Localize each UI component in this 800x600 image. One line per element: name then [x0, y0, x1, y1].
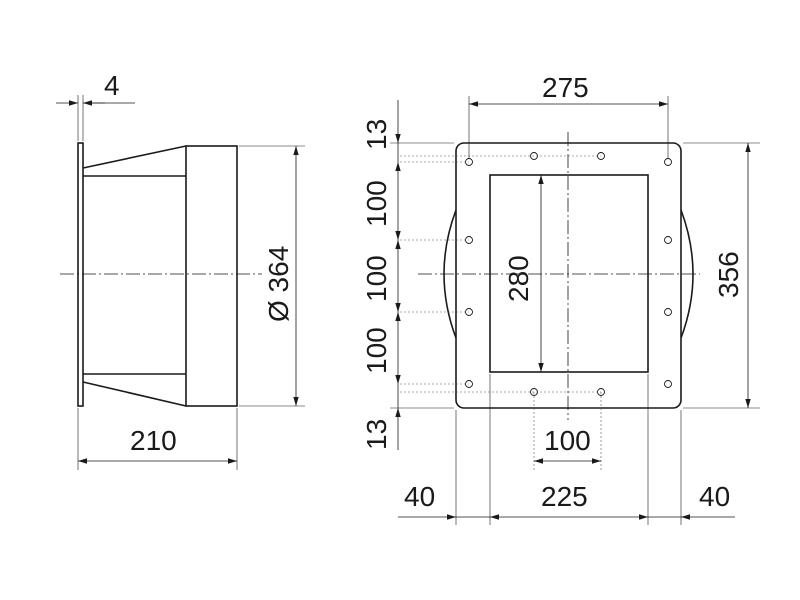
dim-left-offset-label: 40: [404, 481, 435, 512]
side-view: 4 Ø 364 210: [56, 70, 305, 470]
dim-top-edge-label: 13: [361, 119, 392, 150]
dim-overall-height-label: 356: [713, 251, 744, 298]
dim-diameter-label: Ø 364: [263, 246, 294, 322]
side-flange: [77, 142, 84, 407]
dim-hole-spacing-top: 275: [468, 72, 669, 158]
dim-bottom-edge-label: 13: [361, 419, 392, 450]
dim-length: 210: [77, 408, 238, 470]
dim-opening-width-label: 225: [541, 481, 588, 512]
dim-bottom-hole-spacing: 100: [534, 425, 601, 464]
side-taper-lower: [82, 373, 187, 407]
dim-diameter: Ø 364: [239, 145, 305, 407]
front-opening: [489, 174, 649, 373]
dim-bottom-hole-spacing-label: 100: [544, 425, 591, 456]
dim-left-chain: 13 100 100 100 13: [361, 100, 454, 450]
dim-length-label: 210: [130, 425, 177, 456]
dim-pitch-1-label: 100: [361, 180, 392, 227]
dim-right-offset-label: 40: [699, 481, 730, 512]
dim-bottom-chain: 40 225 40: [398, 374, 735, 525]
dim-overall-height: 356: [683, 142, 760, 409]
dim-opening-height-label: 280: [503, 255, 534, 302]
dim-pitch-3-label: 100: [361, 327, 392, 374]
side-sleeve: [185, 145, 238, 407]
front-plate: [455, 142, 682, 409]
front-view: 275 13 100 100 100 13 280: [361, 72, 760, 525]
dim-pitch-2-label: 100: [361, 255, 392, 302]
front-bolt-holes: [465, 152, 672, 396]
dim-hole-spacing-top-label: 275: [542, 72, 589, 103]
side-taper-upper: [82, 145, 187, 177]
front-hidden-lines: [400, 155, 602, 470]
dim-thickness-label: 4: [104, 70, 120, 101]
dim-opening-height: 280: [503, 175, 544, 372]
dim-thickness: 4: [56, 70, 135, 141]
